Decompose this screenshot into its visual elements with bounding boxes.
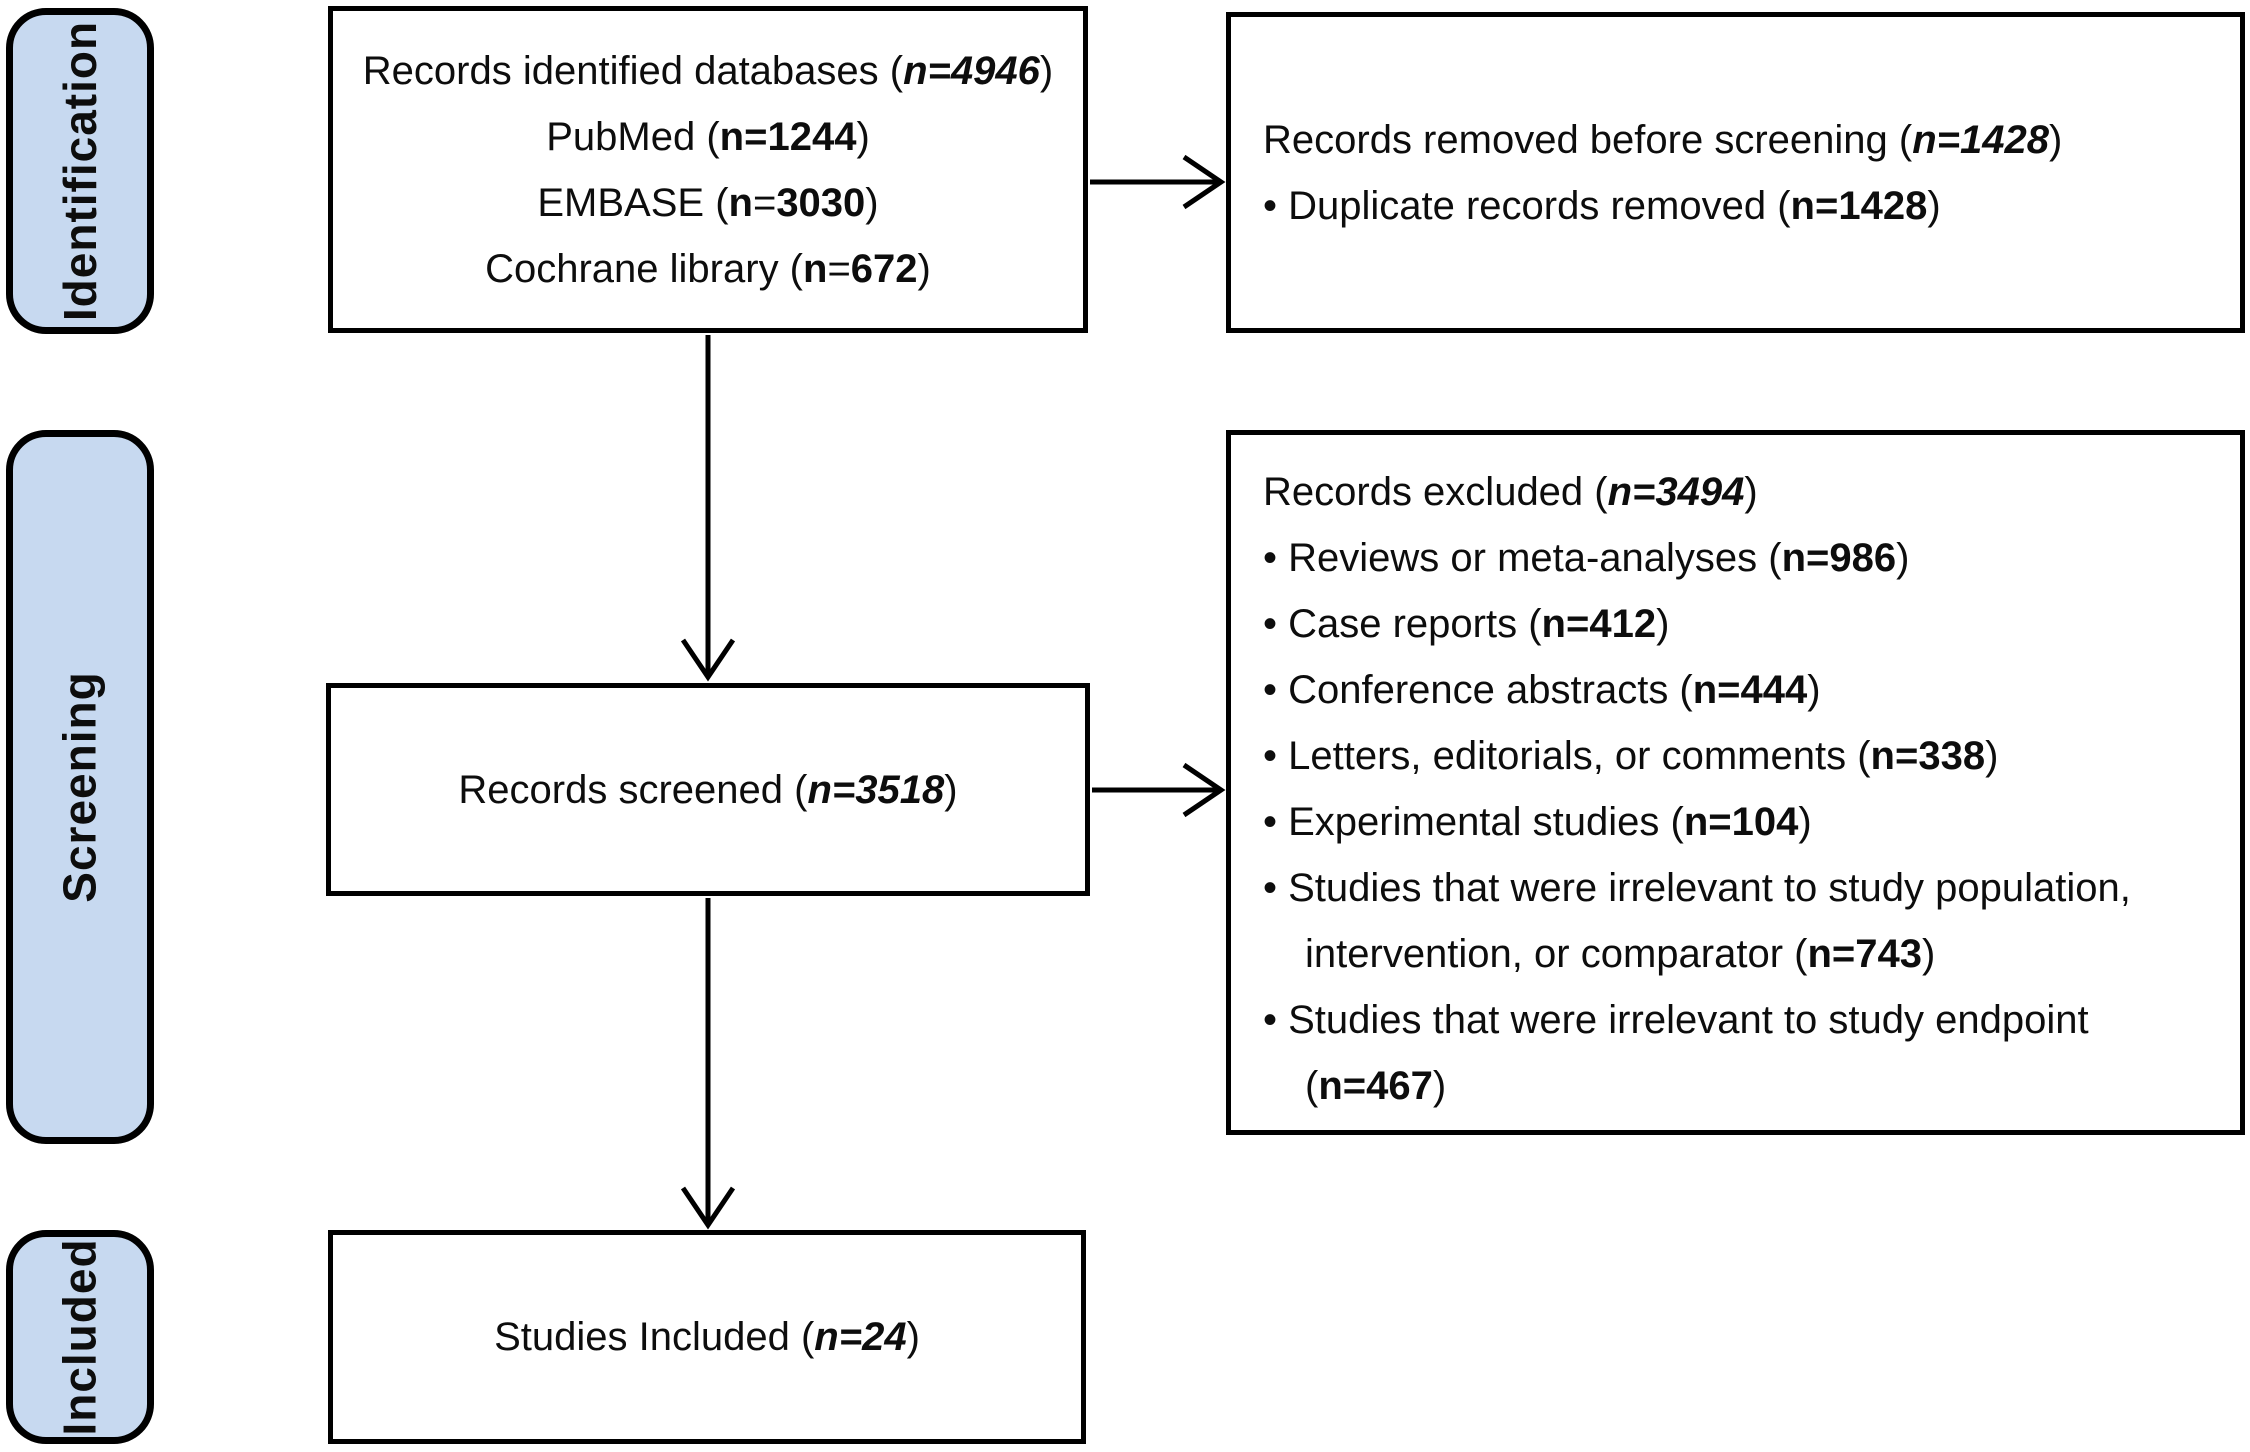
text-segment: ) <box>944 767 958 812</box>
text-segment: Records identified databases ( <box>362 48 904 93</box>
text-segment: n=3494 <box>1607 470 1745 514</box>
box-records-identified: Records identified databases (n=4946)Pub… <box>328 6 1088 333</box>
text-segment: • Studies that were irrelevant to study … <box>1263 866 2131 910</box>
text-segment: ) <box>856 114 870 159</box>
text-segment: PubMed ( <box>546 114 720 159</box>
text-segment: ) <box>1896 536 1910 580</box>
text-segment: EMBASE ( <box>537 180 729 225</box>
text-segment: ) <box>1039 48 1054 93</box>
text-segment: 3030 <box>776 180 866 225</box>
text-segment: ) <box>1921 932 1936 976</box>
text-segment: Records removed before screening ( <box>1263 117 1913 162</box>
stage-label-text: Screening <box>54 671 107 903</box>
text-segment: intervention, or comparator ( <box>1305 932 1808 976</box>
text-line: intervention, or comparator (n=743) <box>1263 921 2222 987</box>
text-segment: ) <box>2048 117 2063 162</box>
text-segment: n=24 <box>814 1315 907 1359</box>
text-segment: ) <box>1656 602 1670 646</box>
text-segment: Records screened ( <box>458 767 808 812</box>
text-line: Studies Included (n=24) <box>333 1304 1081 1370</box>
text-segment: n=104 <box>1683 800 1799 844</box>
text-segment: ) <box>1807 668 1821 712</box>
arrow-identified-to-removed <box>1090 154 1226 210</box>
text-segment: = <box>827 246 851 291</box>
text-line: • Studies that were irrelevant to study … <box>1263 987 2222 1053</box>
text-line: Records identified databases (n=4946) <box>333 38 1083 104</box>
text-line: • Conference abstracts (n=444) <box>1263 657 2222 723</box>
text-segment: ) <box>906 1315 920 1359</box>
text-segment: Cochrane library ( <box>485 246 803 291</box>
text-segment: n=743 <box>1807 932 1922 976</box>
text-segment: n=338 <box>1870 734 1986 778</box>
text-line: • Reviews or meta-analyses (n=986) <box>1263 525 2222 591</box>
text-segment: n <box>803 246 828 291</box>
text-line: • Experimental studies (n=104) <box>1263 789 2222 855</box>
text-line: Cochrane library (n=672) <box>333 236 1083 302</box>
text-segment: 672 <box>850 246 918 291</box>
text-line: Records screened (n=3518) <box>331 757 1085 823</box>
text-segment: • Duplicate records removed ( <box>1263 183 1791 228</box>
text-segment: • Studies that were irrelevant to study … <box>1263 998 2089 1042</box>
text-segment: ) <box>1985 734 1999 778</box>
text-segment: ( <box>1305 1064 1319 1108</box>
text-line: • Case reports (n=412) <box>1263 591 2222 657</box>
text-segment: = <box>752 180 777 225</box>
text-segment: ) <box>1798 800 1812 844</box>
text-segment: ) <box>1927 183 1941 228</box>
text-segment: • Case reports ( <box>1263 602 1542 646</box>
text-segment: n=1428 <box>1912 117 2049 162</box>
text-segment: n=467 <box>1318 1064 1433 1108</box>
text-segment: • Conference abstracts ( <box>1263 668 1693 712</box>
text-line: PubMed (n=1244) <box>333 104 1083 170</box>
text-segment: n=986 <box>1781 536 1897 580</box>
text-segment: • Letters, editorials, or comments ( <box>1263 734 1871 778</box>
text-line: Records removed before screening (n=1428… <box>1263 107 2224 173</box>
text-segment: n=1428 <box>1790 183 1928 228</box>
stage-label-text: Identification <box>54 20 107 322</box>
text-line: • Studies that were irrelevant to study … <box>1263 855 2222 921</box>
text-segment: ) <box>1432 1064 1447 1108</box>
text-segment: ) <box>865 180 879 225</box>
arrow-identified-to-screened <box>680 335 736 682</box>
text-line: • Duplicate records removed (n=1428) <box>1263 173 2224 239</box>
stage-label-text: Included <box>54 1238 106 1436</box>
text-segment: Studies Included ( <box>494 1315 815 1359</box>
text-segment: n=444 <box>1692 668 1808 712</box>
text-segment: n <box>728 180 753 225</box>
arrow-screened-to-included <box>680 898 736 1230</box>
arrow-screened-to-excluded <box>1092 762 1226 818</box>
text-segment: n=1244 <box>719 114 857 159</box>
text-segment: n=412 <box>1541 602 1657 646</box>
stage-label-included: Included <box>6 1230 154 1444</box>
text-line: • Letters, editorials, or comments (n=33… <box>1263 723 2222 789</box>
text-segment: ) <box>917 246 931 291</box>
text-segment: ) <box>1744 470 1758 514</box>
text-line: (n=467) <box>1263 1053 2222 1119</box>
text-segment: Records excluded ( <box>1263 470 1608 514</box>
box-records-removed: Records removed before screening (n=1428… <box>1226 12 2245 333</box>
stage-label-identification: Identification <box>6 8 154 334</box>
text-segment: • Experimental studies ( <box>1263 800 1684 844</box>
text-segment: • Reviews or meta-analyses ( <box>1263 536 1782 580</box>
text-segment: n=4946 <box>903 48 1040 93</box>
text-line: Records excluded (n=3494) <box>1263 459 2222 525</box>
text-segment: n=3518 <box>807 767 945 812</box>
box-records-excluded: Records excluded (n=3494)• Reviews or me… <box>1226 430 2245 1135</box>
text-line: EMBASE (n=3030) <box>333 170 1083 236</box>
stage-label-screening: Screening <box>6 430 154 1144</box>
box-records-screened: Records screened (n=3518) <box>326 683 1090 896</box>
box-studies-included: Studies Included (n=24) <box>328 1230 1086 1444</box>
